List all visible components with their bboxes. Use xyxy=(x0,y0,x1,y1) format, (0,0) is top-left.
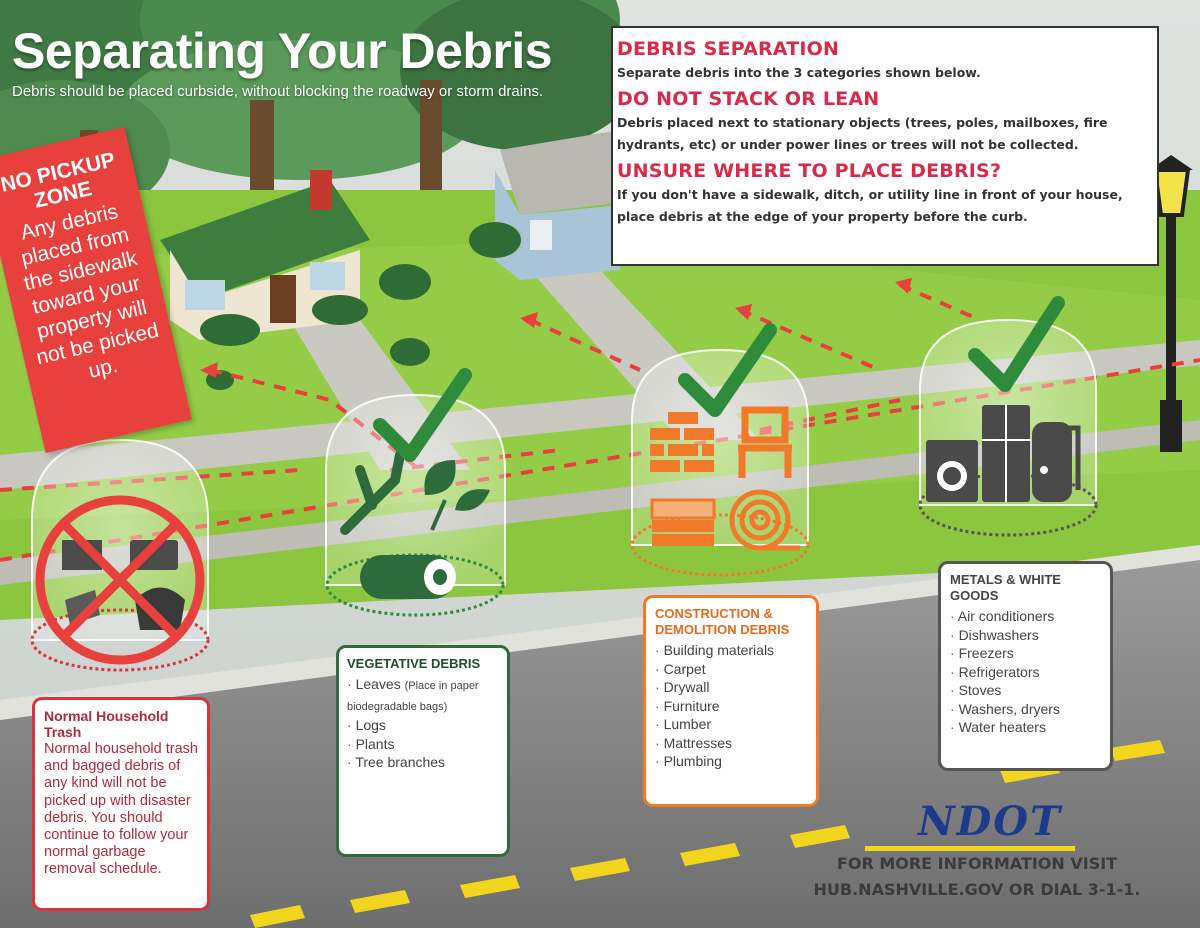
shrub xyxy=(200,222,521,390)
list-item: Air conditioners xyxy=(950,607,1101,626)
list-item: Furniture xyxy=(655,697,807,716)
list-item: Stoves xyxy=(950,681,1101,700)
card-household-trash: Normal Household Trash Normal household … xyxy=(32,697,210,911)
list-item: Mattresses xyxy=(655,734,807,753)
refrigerator-icon xyxy=(982,405,1030,502)
house-icon xyxy=(495,130,640,280)
info-text-separation: Separate debris into the 3 categories sh… xyxy=(617,65,981,80)
card-metals-white-goods: METALS & WHITE GOODS Air conditioners Di… xyxy=(938,561,1113,771)
card-cd-title: CONSTRUCTION & DEMOLITION DEBRIS xyxy=(655,606,790,637)
info-heading-separation: DEBRIS SEPARATION xyxy=(617,38,840,60)
list-item: Lumber xyxy=(655,715,807,734)
mattress-icon xyxy=(650,498,716,546)
card-vegetative-debris: VEGETATIVE DEBRIS Leaves (Place in paper… xyxy=(336,645,510,857)
branch-icon xyxy=(340,450,405,535)
info-box: DEBRIS SEPARATION Separate debris into t… xyxy=(611,26,1159,266)
check-icon xyxy=(678,323,777,417)
list-item: Plumbing xyxy=(655,752,807,771)
list-item: Dishwashers xyxy=(950,626,1101,645)
list-item: Building materials xyxy=(655,641,807,660)
leaves-note: (Place in paper biodegradable bags) xyxy=(347,680,479,713)
list-item: Logs xyxy=(347,716,499,735)
list-item: Tree branches xyxy=(347,753,499,772)
info-text-no-stack: Debris placed next to stationary objects… xyxy=(617,115,1108,152)
more-info-text: FOR MORE INFORMATION VISIT xyxy=(836,854,1118,873)
street-lamp-icon xyxy=(1150,155,1193,452)
list-item: Refrigerators xyxy=(950,663,1101,682)
brick-icon xyxy=(650,412,714,472)
dome-construction xyxy=(630,348,810,577)
card-trash-title: Normal Household Trash xyxy=(44,708,169,740)
water-heater-icon xyxy=(1032,422,1081,502)
list-item: Plants xyxy=(347,735,499,754)
ndot-logo: NDOT xyxy=(918,798,1062,845)
log-icon xyxy=(360,555,456,599)
page-subtitle: Debris should be placed curbside, withou… xyxy=(12,83,544,100)
card-construction-debris: CONSTRUCTION & DEMOLITION DEBRIS Buildin… xyxy=(643,595,819,807)
road-stripes xyxy=(250,740,1165,928)
card-veg-title: VEGETATIVE DEBRIS xyxy=(347,656,481,671)
carpet-roll-icon xyxy=(729,489,800,551)
contact-text: HUB.NASHVILLE.GOV OR DIAL 3-1-1. xyxy=(813,880,1141,899)
info-heading-unsure: UNSURE WHERE TO PLACE DEBRIS? xyxy=(617,160,1002,182)
list-item: Leaves (Place in paper biodegradable bag… xyxy=(347,675,499,716)
ndot-logo-underline xyxy=(865,846,1075,851)
card-metal-title: METALS & WHITE GOODS xyxy=(950,572,1061,603)
prohibited-icon xyxy=(35,495,205,665)
check-icon xyxy=(968,296,1065,392)
list-item: Drywall xyxy=(655,678,807,697)
washing-machine-icon xyxy=(926,440,978,502)
list-item: Water heaters xyxy=(950,718,1101,737)
no-pickup-text: Any debris placed from the sidewalk towa… xyxy=(18,199,161,383)
list-item: Freezers xyxy=(950,644,1101,663)
info-text-unsure: If you don't have a sidewalk, ditch, or … xyxy=(617,187,1123,224)
list-item: Washers, dryers xyxy=(950,700,1101,719)
list-item: Carpet xyxy=(655,660,807,679)
chair-icon xyxy=(738,406,792,478)
leaf-icon xyxy=(424,460,490,531)
info-heading-no-stack: DO NOT STACK OR LEAN xyxy=(617,88,880,110)
page-title: Separating Your Debris xyxy=(12,23,553,79)
check-icon xyxy=(373,368,472,462)
card-veg-list: Leaves (Place in paper biodegradable bag… xyxy=(347,675,499,772)
card-trash-text: Normal household trash and bagged debris… xyxy=(44,741,198,878)
card-cd-list: Building materials Carpet Drywall Furnit… xyxy=(655,641,807,771)
boundary-arrows xyxy=(200,278,912,378)
card-metal-list: Air conditioners Dishwashers Freezers Re… xyxy=(950,607,1101,737)
